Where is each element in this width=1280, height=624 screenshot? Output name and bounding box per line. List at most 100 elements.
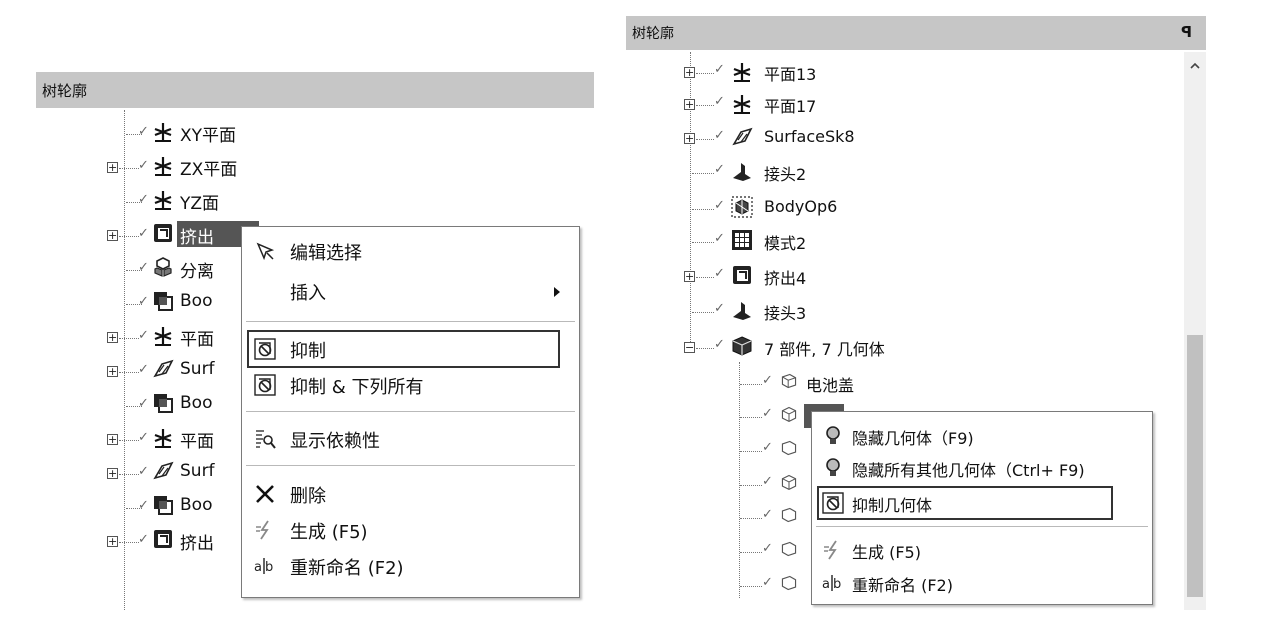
lightbulb-icon xyxy=(826,458,840,476)
menu-separator xyxy=(246,465,575,466)
menu-item-show-dependencies[interactable]: 显示依赖性 xyxy=(242,421,579,457)
tree-item-boolean[interactable]: ✓ Boo xyxy=(36,285,276,319)
expand-icon[interactable]: + xyxy=(107,467,118,480)
collapse-icon[interactable]: − xyxy=(684,341,695,354)
svg-text:b: b xyxy=(265,560,273,575)
tree-item-label: Surf xyxy=(180,461,215,481)
tree-item-bodyop6[interactable]: ✓ BodyOp6 xyxy=(626,192,926,226)
svg-text:b: b xyxy=(833,577,841,592)
menu-item-hide-all-other[interactable]: 隐藏所有其他几何体（Ctrl+ F9) xyxy=(812,452,1152,484)
tree-item-body[interactable]: ✓ xyxy=(626,534,826,568)
dependencies-icon xyxy=(256,430,276,449)
check-icon: ✓ xyxy=(138,328,149,343)
tree-item-label: 电池盖 xyxy=(806,376,855,395)
vertical-scrollbar[interactable] xyxy=(1184,52,1206,610)
menu-item-label: 删除 xyxy=(290,486,326,507)
check-icon: ✓ xyxy=(714,337,725,352)
tree-item-extrude4[interactable]: + ✓ 挤出4 xyxy=(626,260,926,294)
menu-item-generate[interactable]: 生成 (F5) xyxy=(812,534,1152,566)
tree-guide-line xyxy=(739,362,740,598)
tree-item-joint3[interactable]: ✓ 接头3 xyxy=(626,295,926,329)
tree-item-body[interactable]: ✓ xyxy=(626,467,826,501)
check-icon: ✓ xyxy=(714,231,725,246)
plane-icon xyxy=(733,95,751,114)
menu-item-rename[interactable]: a b 重新命名 (F2) xyxy=(242,548,579,584)
expand-icon[interactable]: + xyxy=(107,535,118,548)
check-icon: ✓ xyxy=(762,406,773,421)
right-tree-header: 树轮廓 ꟼ xyxy=(626,16,1206,50)
check-icon: ✓ xyxy=(138,396,149,411)
tree-item-label: 挤出 xyxy=(180,228,214,248)
tree-item-joint2[interactable]: ✓ 接头2 xyxy=(626,156,926,190)
tree-item-surface-sketch[interactable]: + ✓ Surf xyxy=(36,455,276,489)
plane-icon xyxy=(154,157,172,176)
tree-item-label: ZX平面 xyxy=(180,160,238,180)
tree-item-battery-cover[interactable]: ✓ 电池盖 xyxy=(626,366,926,400)
tree-item-label: YZ面 xyxy=(180,194,220,214)
menu-item-suppress-all-below[interactable]: 抑制 & 下列所有 xyxy=(242,367,579,403)
menu-item-hide-body[interactable]: 隐藏几何体（F9) xyxy=(812,420,1152,452)
check-icon: ✓ xyxy=(714,266,725,281)
pin-icon[interactable]: ꟼ xyxy=(1181,23,1192,41)
expand-icon[interactable]: + xyxy=(107,161,118,174)
surface-sketch-icon xyxy=(153,359,174,378)
tree-item-label: XY平面 xyxy=(180,126,237,146)
tree-item-label: Boo xyxy=(180,291,213,311)
expand-icon[interactable]: + xyxy=(107,365,118,378)
tree-item-surfacesk8[interactable]: + ✓ SurfaceSk8 xyxy=(626,122,926,156)
tree-item-label: Surf xyxy=(180,359,215,379)
menu-item-label: 重新命名 (F2) xyxy=(290,558,404,579)
tree-item-separate[interactable]: ✓ 分离 xyxy=(36,251,276,285)
tree-item-plane17[interactable]: + ✓ 平面17 xyxy=(626,88,926,122)
tree-item-body[interactable]: ✓ xyxy=(626,500,826,534)
tree-item-parts-group[interactable]: − ✓ 7 部件, 7 几何体 xyxy=(626,331,946,365)
check-icon: ✓ xyxy=(714,162,725,177)
menu-separator xyxy=(816,526,1148,527)
tree-item-pattern2[interactable]: ✓ 模式2 xyxy=(626,225,926,259)
scrollbar-thumb[interactable] xyxy=(1187,335,1203,597)
menu-item-delete[interactable]: 删除 xyxy=(242,476,579,512)
menu-item-suppress-body[interactable]: 抑制几何体 xyxy=(812,487,1152,519)
tree-item-body-selected[interactable]: ✓ xyxy=(626,399,866,433)
tree-item-plane[interactable]: + ✓ 平面 xyxy=(36,319,276,353)
tree-item-surface-sketch[interactable]: + ✓ Surf xyxy=(36,353,276,387)
expand-icon[interactable]: + xyxy=(684,66,695,79)
expand-icon[interactable]: + xyxy=(107,433,118,446)
tree-guide-line xyxy=(690,52,691,348)
menu-item-label: 插入 xyxy=(290,283,326,304)
menu-item-label: 隐藏几何体（F9) xyxy=(852,429,974,448)
separate-bodies-icon xyxy=(154,257,172,277)
generate-icon xyxy=(256,520,269,540)
tree-item-extrude-selected[interactable]: + ✓ 挤出 xyxy=(36,217,276,251)
expand-icon[interactable]: + xyxy=(684,132,695,145)
check-icon: ✓ xyxy=(138,158,149,173)
suppress-icon xyxy=(822,492,844,514)
expand-icon[interactable]: + xyxy=(684,98,695,111)
expand-icon[interactable]: + xyxy=(107,331,118,344)
tree-item-plane[interactable]: + ✓ 平面 xyxy=(36,421,276,455)
expand-icon[interactable]: + xyxy=(107,229,118,242)
surface-sketch-icon xyxy=(732,127,753,146)
tree-item-boolean[interactable]: ✓ Boo xyxy=(36,387,276,421)
tree-item-zx-plane[interactable]: + ✓ ZX平面 xyxy=(36,149,276,183)
menu-item-rename[interactable]: a b 重新命名 (F2) xyxy=(812,567,1152,599)
menu-item-generate[interactable]: 生成 (F5) xyxy=(242,512,579,548)
tree-item-plane13[interactable]: + ✓ 平面13 xyxy=(626,56,926,90)
menu-item-edit-selection[interactable]: 编辑选择 xyxy=(242,233,579,269)
expand-icon[interactable]: + xyxy=(684,270,695,283)
menu-item-highlight-box xyxy=(247,330,560,368)
tree-item-yz-plane[interactable]: ✓ YZ面 xyxy=(36,183,276,217)
tree-item-body[interactable]: ✓ xyxy=(626,433,826,467)
menu-item-label: 编辑选择 xyxy=(290,243,362,264)
menu-item-insert[interactable]: 插入 xyxy=(242,273,579,309)
scroll-up-icon[interactable] xyxy=(1190,62,1200,69)
tree-item-extrude[interactable]: + ✓ 挤出 xyxy=(36,523,276,557)
menu-separator xyxy=(246,321,575,322)
check-icon: ✓ xyxy=(762,575,773,590)
tree-item-body[interactable]: ✓ xyxy=(626,568,826,602)
menu-item-label: 隐藏所有其他几何体（Ctrl+ F9) xyxy=(852,461,1085,480)
tree-item-boolean[interactable]: ✓ Boo xyxy=(36,489,276,523)
tree-item-xy-plane[interactable]: ✓ XY平面 xyxy=(36,115,276,149)
menu-item-suppress[interactable]: 抑制 xyxy=(242,331,579,367)
plane-icon xyxy=(154,429,172,448)
